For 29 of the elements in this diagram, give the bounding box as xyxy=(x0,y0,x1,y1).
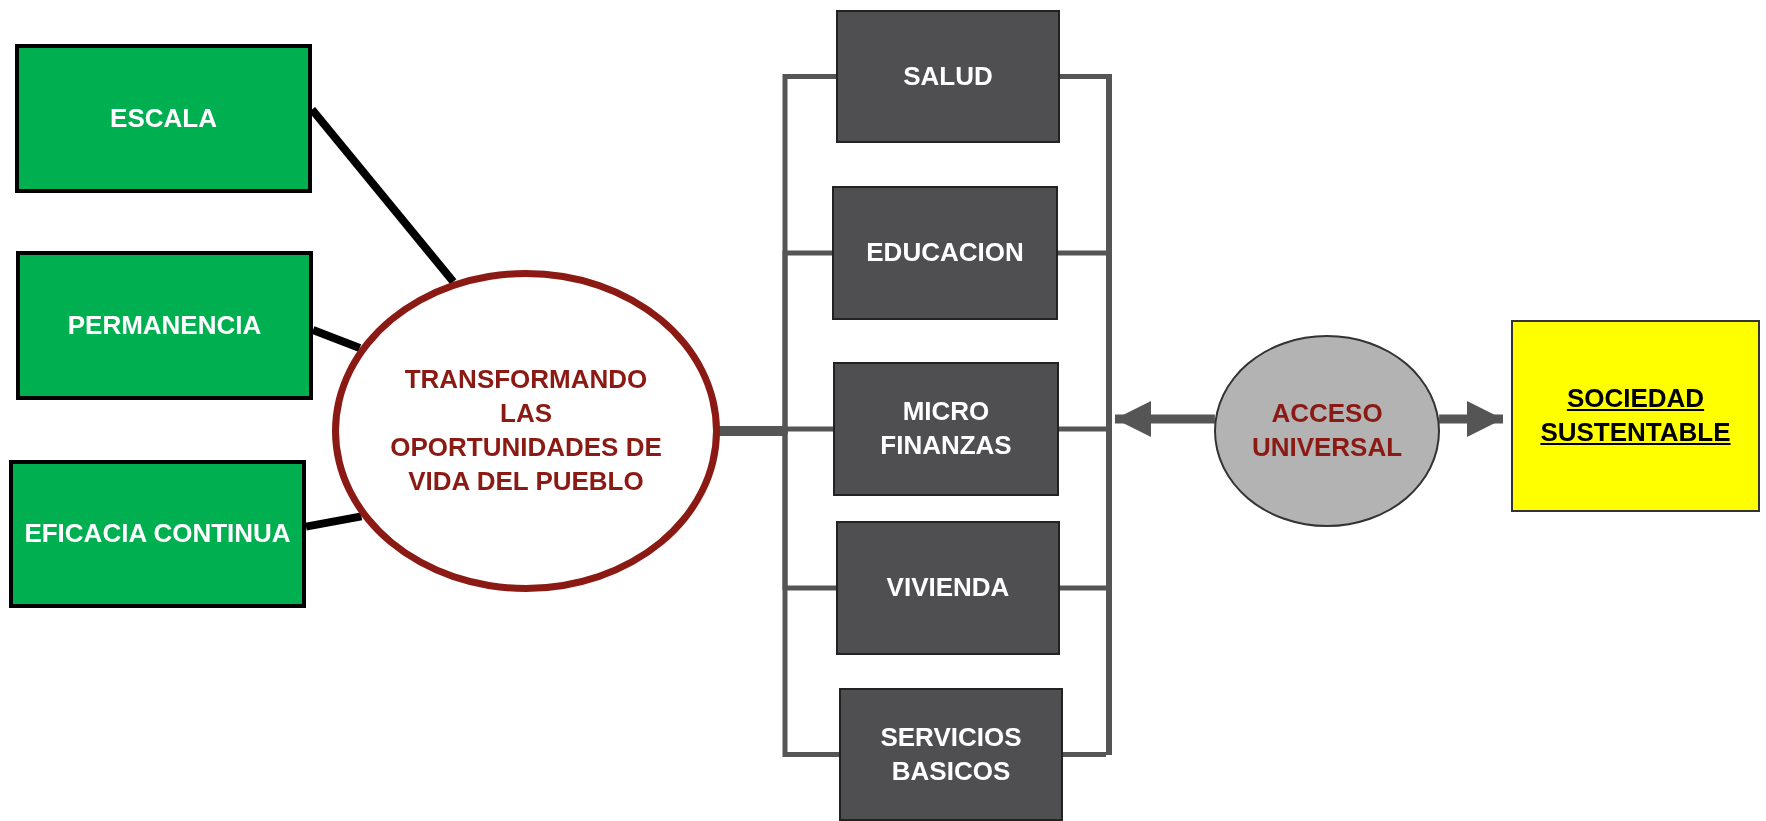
node-label: SERVICIOS BASICOS xyxy=(879,720,1023,788)
arrow xyxy=(1115,401,1215,437)
node-label: SOCIEDAD SUSTENTABLE xyxy=(1539,382,1732,449)
category-box xyxy=(833,362,1059,496)
category-box xyxy=(836,521,1060,655)
node-label: MICRO FINANZAS xyxy=(879,395,1013,462)
node-label: SALUD xyxy=(903,59,993,93)
category-box xyxy=(839,688,1063,821)
process-box xyxy=(16,251,313,400)
connector-line xyxy=(1059,426,1106,432)
connector-line xyxy=(1060,585,1106,591)
node-label: PERMANENCIA xyxy=(67,308,262,342)
category-box xyxy=(836,10,1060,143)
arrow xyxy=(1439,401,1503,437)
node-label: EFICACIA CONTINUA xyxy=(24,517,291,551)
node-label: ACCESO UNIVERSAL xyxy=(1250,397,1404,464)
process-box xyxy=(9,460,306,608)
node-label: VIVIENDA xyxy=(886,571,1010,605)
connector-line xyxy=(1058,250,1106,256)
bus-bar xyxy=(1106,74,1112,755)
connector-line xyxy=(1060,74,1106,79)
connector-line xyxy=(1063,752,1106,757)
result-box xyxy=(1511,320,1760,512)
node-label: TRANSFORMANDO LAS OPORTUNIDADES DE VIDA DEL PUEBLO xyxy=(389,363,663,498)
category-box xyxy=(832,186,1058,320)
node-label: ESCALA xyxy=(110,101,217,135)
process-box xyxy=(15,44,312,193)
node-label: EDUCACION xyxy=(866,236,1024,270)
connector-trunk xyxy=(718,426,785,436)
